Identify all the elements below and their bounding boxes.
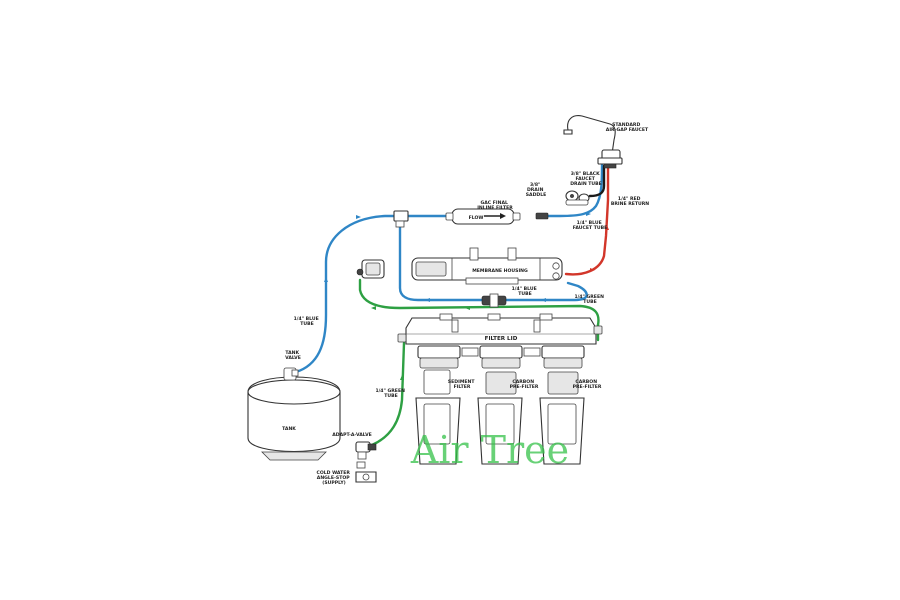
flow-arrow-icon: [500, 213, 506, 219]
check-valve: [481, 293, 507, 308]
adapt-a-valve: [355, 441, 377, 460]
flow-arrow-icon: [605, 225, 609, 230]
label-sediment-filter: SEDIMENT FILTER: [448, 379, 476, 390]
label-blue-tube-left: 1/4" BLUE TUBE: [294, 316, 321, 327]
label-carbon-prefilter-2: CARBON PRE-FILTER: [573, 379, 602, 390]
blue-tube-tank: [294, 214, 400, 374]
angle-stop: [355, 461, 377, 483]
label-membrane-housing: MEMBRANE HOUSING: [472, 268, 528, 274]
label-adapt-a-valve: ADAPT-A-VALVE: [332, 432, 372, 438]
label-drain-saddle: 3/8" DRAIN SADDLE: [526, 182, 547, 198]
inline-connector: [535, 212, 549, 220]
flow-arrow-icon: [371, 306, 376, 310]
filter-lid: [397, 313, 603, 345]
watermark: Air Tree: [410, 428, 569, 472]
red-brine-tube: [564, 163, 610, 276]
green-tube-outlet: [358, 278, 600, 327]
green-tube-inlet: [370, 341, 406, 447]
blue-tube-drop: [398, 220, 484, 302]
gac-inline-filter: [445, 208, 549, 225]
flow-arrow-icon: [541, 298, 546, 302]
flow-arrow-icon: [465, 306, 470, 310]
canister-connector: [523, 347, 541, 357]
air-gap-faucet: [563, 115, 623, 169]
black-drain-tube: [588, 164, 606, 198]
flow-arrow-icon: [425, 298, 430, 302]
label-carbon-prefilter-1: CARBON PRE-FILTER: [510, 379, 539, 390]
label-green-tube-right: 1/4" GREEN TUBE: [574, 294, 605, 305]
drain-saddle: [565, 190, 590, 206]
label-cold-water: COLD WATER ANGLE-STOP (SUPPLY): [316, 470, 351, 486]
flow-arrow-icon: [356, 215, 361, 219]
storage-tank: [247, 367, 341, 461]
membrane-housing: [411, 247, 563, 285]
label-blue-faucet-tube: 1/4" BLUE FAUCET TUBE: [573, 220, 608, 231]
label-standard-faucet: STANDARD AIR-GAP FAUCET: [606, 122, 649, 133]
blue-faucet-tube: [546, 163, 604, 218]
tee-fitting: [393, 210, 409, 228]
blue-tube-mid: [504, 281, 588, 302]
label-filter-lid: FILTER LID: [485, 336, 518, 342]
label-black-drain-tube: 3/8" BLACK FAUCET DRAIN TUBE: [570, 171, 602, 187]
label-flow: FLOW: [469, 215, 484, 221]
label-tank-valve: TANK VALVE: [285, 350, 301, 361]
canister-connector: [461, 347, 479, 357]
label-tank: TANK: [282, 426, 296, 432]
label-blue-tube-mid: 1/4" BLUE TUBE: [512, 286, 539, 297]
flow-arrow-icon: [586, 212, 591, 216]
label-gac-final-filter: GAC FINAL INLINE FILTER: [477, 200, 513, 211]
membrane-end-fitting: [356, 259, 385, 279]
label-red-brine-return: 1/4" RED BRINE RETURN: [611, 196, 649, 207]
carbon-canister-2: [539, 345, 585, 465]
sediment-canister: [415, 345, 461, 465]
label-green-tube-left: 1/4" GREEN TUBE: [375, 388, 406, 399]
carbon-canister-1: [477, 345, 523, 465]
flow-arrow-icon: [590, 268, 595, 272]
flow-arrow-icon: [324, 277, 328, 282]
flow-arrow-icon: [400, 375, 404, 380]
